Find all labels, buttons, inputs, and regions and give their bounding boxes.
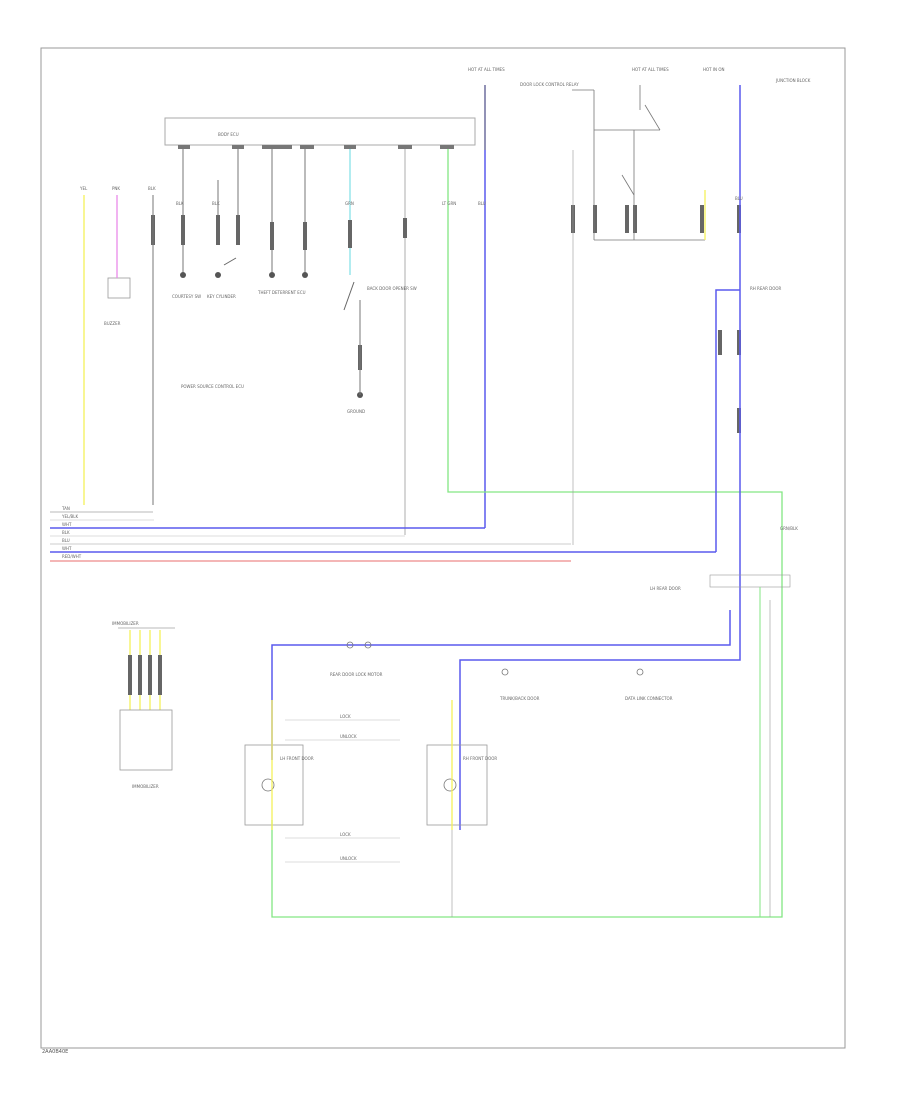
courtesy-sw-label: COURTESY SW	[172, 294, 201, 299]
lh-rear-label: LH REAR DOOR	[650, 586, 681, 591]
connector-dot-1	[346, 641, 354, 649]
data-link-label: DATA LINK CONNECTOR	[625, 696, 673, 701]
ground-terminal-2	[215, 272, 221, 278]
lh-motor-symbol	[261, 778, 275, 792]
switch-symbol-2	[343, 281, 355, 311]
theft-deterrent-label: THEFT DETERRENT ECU	[257, 290, 306, 295]
switch-symbol-1	[223, 257, 237, 266]
svg-text:BLK: BLK	[148, 186, 156, 191]
unlock-label-1: UNLOCK	[340, 734, 357, 739]
immobilizer-connector	[118, 627, 175, 771]
ground-terminal-3	[269, 272, 275, 278]
immobilizer-ecu-label: IMMOBILIZER	[132, 784, 159, 789]
unlock-label-2: UNLOCK	[340, 856, 357, 861]
svg-text:LT GRN: LT GRN	[442, 201, 456, 206]
lh-front-label: LH FRONT DOOR	[280, 756, 314, 761]
motor-wires	[271, 700, 453, 917]
connector-dot-4	[636, 668, 644, 676]
svg-text:BLU: BLU	[62, 538, 70, 543]
page-id: 2AA0B40E	[42, 1049, 68, 1055]
connector-dot-2	[364, 641, 372, 649]
svg-text:BLU: BLU	[478, 201, 486, 206]
rear-door-motor-label: REAR DOOR LOCK MOTOR	[330, 672, 383, 677]
svg-text:WHT: WHT	[62, 522, 72, 527]
lock-label-1: LOCK	[340, 714, 351, 719]
junction-block-label: JUNCTION BLOCK	[775, 78, 811, 83]
ground-terminal-1	[180, 272, 186, 278]
blue-wire-bus-tie	[715, 289, 740, 552]
rh-motor-symbol	[443, 778, 457, 792]
key-cyl-label: KEY CYLINDER	[207, 294, 236, 299]
svg-text:BLK: BLK	[62, 530, 70, 535]
lock-label-2: LOCK	[340, 832, 351, 837]
connector-dot-3	[501, 668, 509, 676]
svg-text:GRN/BLK: GRN/BLK	[780, 526, 798, 531]
body-ecu-pins	[178, 145, 454, 149]
ground-terminal-4	[302, 272, 308, 278]
lh-door-lock-motor-box	[244, 744, 304, 826]
diagram-border	[40, 47, 846, 1049]
svg-text:PNK: PNK	[112, 186, 120, 191]
hot-at-all-times-2: HOT AT ALL TIMES	[632, 67, 669, 72]
bcm-drop-wires	[182, 149, 406, 535]
bus-labels: TAN YEL/BLK WHT BLK BLU WHT RED/WHT	[61, 506, 82, 559]
svg-text:BLU: BLU	[735, 196, 743, 201]
relay-circuit	[572, 85, 706, 545]
green-wire-loop	[271, 149, 783, 918]
trunk-label: TRUNK/BACK DOOR	[499, 696, 540, 701]
svg-text:YEL/BLK: YEL/BLK	[61, 514, 79, 519]
body-ecu-label: BODY ECU	[218, 132, 239, 137]
body-ecu-box	[164, 117, 476, 146]
svg-text:RED/WHT: RED/WHT	[62, 554, 82, 559]
svg-text:BLK: BLK	[212, 201, 220, 206]
svg-text:GRN: GRN	[345, 201, 354, 206]
backdoor-opener-label: BACK DOOR OPENER SW	[367, 286, 417, 291]
ground-label: GROUND	[347, 409, 365, 414]
wire-color-labels: YEL PNK BLK BLK BLK GRN BLU LT GRN BLU G…	[79, 186, 798, 531]
hot-at-all-times-1: HOT AT ALL TIMES	[468, 67, 505, 72]
immobilizer-label: IMMOBILIZER	[112, 621, 139, 626]
buzzer-box	[107, 277, 131, 299]
door-lock-relay-label: DOOR LOCK CONTROL RELAY	[520, 82, 579, 87]
svg-text:TAN: TAN	[61, 506, 70, 511]
hot-in-on: HOT IN ON	[703, 67, 724, 72]
rh-front-label: RH FRONT DOOR	[463, 756, 497, 761]
buzzer-label: BUZZER	[104, 321, 121, 326]
svg-text:YEL: YEL	[79, 186, 88, 191]
junction-connector	[709, 574, 791, 588]
rh-rear-label: RH REAR DOOR	[750, 286, 782, 291]
bus-wires	[50, 511, 716, 562]
svg-text:BLK: BLK	[176, 201, 184, 206]
power-source-label: POWER SOURCE CONTROL ECU	[181, 384, 244, 389]
rh-door-lock-motor-box	[426, 744, 488, 826]
svg-text:WHT: WHT	[62, 546, 72, 551]
